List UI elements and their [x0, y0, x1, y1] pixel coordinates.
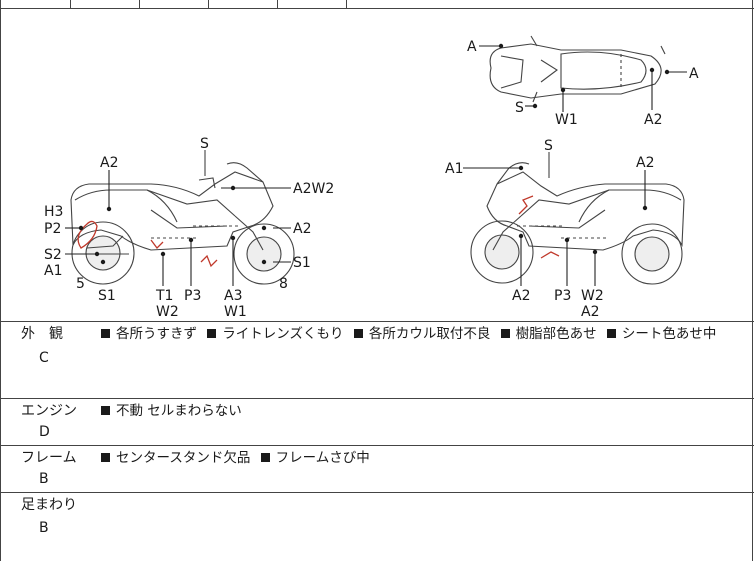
- motorcycle-diagram-svg: A2 S A2W2 H3 P2 A2 S2 A1 S1 5 S1 T1 W2 P…: [44, 35, 699, 320]
- label-A2-right-top: A2: [636, 155, 654, 171]
- label-A2W2: A2W2: [293, 181, 334, 197]
- note-item: シート色あせ中: [621, 326, 717, 342]
- bullet-square: [500, 329, 510, 338]
- label-5: 5: [76, 276, 85, 292]
- label-A2-right-bottom: A2: [512, 288, 530, 304]
- label-W2: W2: [156, 304, 179, 320]
- label-S: S: [200, 136, 209, 152]
- bullet-square: [101, 453, 110, 462]
- label-H3: H3: [44, 204, 63, 220]
- label-A2: A2: [100, 155, 118, 171]
- bullet-square: [260, 453, 270, 462]
- label-W2-right: W2: [581, 288, 604, 304]
- section-label: 外 観: [21, 326, 63, 342]
- right-bike-labels: A1 S A2 A2 P3 W2 A2: [445, 138, 654, 320]
- section-label: 足まわり: [21, 497, 77, 513]
- header-cell: [1, 0, 71, 8]
- label-S1-right: S1: [293, 255, 311, 271]
- label-S2: S2: [44, 247, 62, 263]
- label-A3: A3: [224, 288, 242, 304]
- section-frame: フレーム B センタースタンド欠品 フレームさび中: [1, 445, 754, 492]
- label-W1: W1: [224, 304, 247, 320]
- header-cell: [139, 0, 209, 8]
- section-exterior: 外 観 C 各所うすきず ライトレンズくもり 各所カウル取付不良 樹脂部色あせ …: [1, 321, 754, 398]
- section-notes: 各所うすきず ライトレンズくもり 各所カウル取付不良 樹脂部色あせ シート色あせ…: [101, 326, 722, 343]
- label-A1: A1: [44, 263, 62, 279]
- section-grade: B: [39, 520, 49, 536]
- section-engine: エンジン D 不動 セルまわらない: [1, 398, 754, 445]
- bullet-square: [207, 329, 217, 338]
- label-A2-top: A2: [644, 112, 662, 128]
- label-W1-top: W1: [555, 112, 578, 128]
- bullet-square: [101, 406, 110, 415]
- marker-dots: [78, 43, 670, 265]
- note-item: ライトレンズくもり: [222, 326, 344, 342]
- label-S1: S1: [98, 288, 116, 304]
- label-P3-right: P3: [554, 288, 571, 304]
- label-A2-right: A2: [293, 221, 311, 237]
- section-label: フレーム: [21, 450, 77, 466]
- damage-diagram: A2 S A2W2 H3 P2 A2 S2 A1 S1 5 S1 T1 W2 P…: [1, 9, 754, 321]
- bullet-square: [606, 329, 616, 338]
- header-table-row: [1, 0, 754, 9]
- left-scooter-drawing: [70, 150, 295, 285]
- label-P3: P3: [184, 288, 201, 304]
- label-P2: P2: [44, 221, 61, 237]
- top-view-drawing: [489, 35, 666, 103]
- bullet-square: [353, 329, 363, 338]
- section-grade: D: [39, 424, 50, 440]
- section-notes: 不動 セルまわらない: [101, 403, 248, 420]
- note-item: フレームさび中: [275, 450, 370, 466]
- label-A-top-left: A: [467, 39, 477, 55]
- top-view-labels: A A S W1 A2: [467, 39, 699, 128]
- label-A1-right: A1: [445, 161, 463, 177]
- damage-marks: [77, 195, 560, 268]
- section-grade: C: [39, 350, 49, 366]
- section-grade: B: [39, 471, 49, 487]
- leader-lines: [65, 45, 687, 286]
- note-item: 各所うすきず: [116, 326, 197, 342]
- bullet-square: [101, 329, 110, 338]
- note-item: センタースタンド欠品: [116, 450, 251, 466]
- note-item: 不動 セルまわらない: [116, 403, 242, 419]
- label-8: 8: [279, 276, 288, 292]
- label-S-right: S: [544, 138, 553, 154]
- label-A2-right-lower: A2: [581, 304, 599, 320]
- left-bike-labels: A2 S A2W2 H3 P2 A2 S2 A1 S1 5 S1 T1 W2 P…: [44, 136, 334, 320]
- note-item: 樹脂部色あせ: [515, 326, 597, 342]
- label-S-top: S: [515, 100, 524, 116]
- header-cell: [208, 0, 278, 8]
- section-notes: センタースタンド欠品 フレームさび中: [101, 450, 376, 467]
- label-A-top-right: A: [689, 66, 699, 82]
- header-cell: [277, 0, 347, 8]
- right-scooter-drawing: [470, 152, 685, 285]
- section-suspension: 足まわり B: [1, 492, 754, 561]
- header-cell: [70, 0, 140, 8]
- label-T1: T1: [155, 288, 173, 304]
- section-label: エンジン: [21, 403, 77, 419]
- note-item: 各所カウル取付不良: [368, 326, 491, 342]
